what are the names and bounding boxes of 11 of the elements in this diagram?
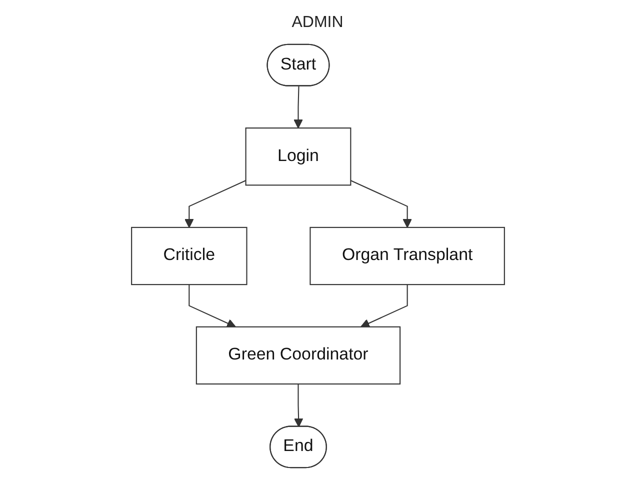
arrow (188, 284, 236, 328)
node-box: Organ Transplant (309, 226, 504, 286)
arrow (293, 384, 303, 428)
node-box: Login (244, 128, 351, 186)
diagram-title: ADMIN (292, 14, 344, 32)
node-box: Green Coordinator (195, 326, 400, 384)
arrow (184, 180, 246, 228)
arrow (360, 284, 408, 328)
arrow (293, 86, 302, 128)
node-box: Criticle (130, 226, 247, 286)
arrow (350, 180, 412, 228)
